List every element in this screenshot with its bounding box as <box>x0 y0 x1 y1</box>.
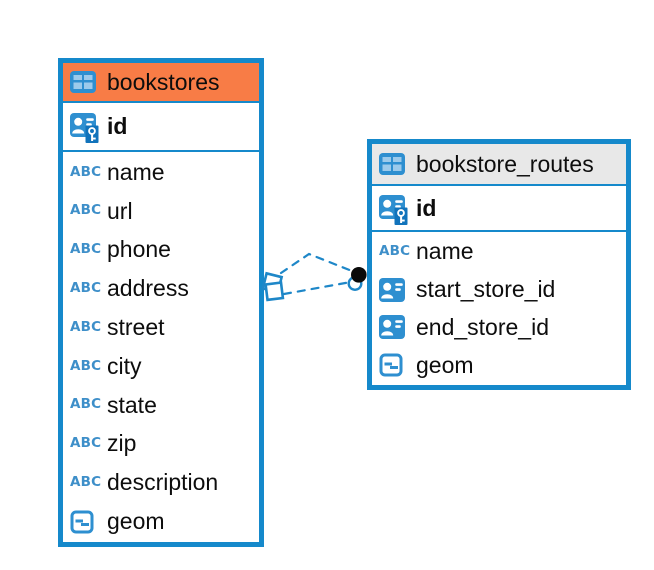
column-row-description[interactable]: ABC description <box>63 463 259 502</box>
table-header-bookstores[interactable]: bookstores <box>63 63 259 103</box>
relation-line-lower[interactable] <box>282 280 353 296</box>
table-icon <box>379 153 410 175</box>
column-list: ABC name ABC url ABC phone ABC address A… <box>63 152 259 542</box>
text-type-icon: ABC <box>70 163 102 180</box>
geometry-type-icon <box>70 510 101 534</box>
column-name: end_store_id <box>416 313 549 340</box>
relation-line-upper[interactable] <box>279 252 354 275</box>
column-row-name[interactable]: ABC name <box>63 153 259 192</box>
foreign-key-icon <box>379 315 410 340</box>
table-header-bookstore-routes[interactable]: bookstore_routes <box>372 144 626 186</box>
column-name: description <box>107 469 219 496</box>
column-name: geom <box>107 508 165 535</box>
column-row-zip[interactable]: ABC zip <box>63 425 259 464</box>
table-bookstore-routes[interactable]: bookstore_routes id ABC <box>367 139 631 390</box>
column-name: name <box>416 238 474 265</box>
column-row-end-store-id[interactable]: end_store_id <box>372 309 626 347</box>
primary-key-icon <box>70 110 101 143</box>
column-name: street <box>107 314 165 341</box>
column-row-id[interactable]: id <box>63 103 259 152</box>
text-type-icon: ABC <box>70 280 102 297</box>
table-title: bookstores <box>107 68 220 95</box>
column-row-geom[interactable]: geom <box>63 502 259 541</box>
column-row-state[interactable]: ABC state <box>63 386 259 425</box>
column-row-address[interactable]: ABC address <box>63 269 259 308</box>
text-type-icon: ABC <box>70 396 102 413</box>
text-type-icon: ABC <box>70 357 102 374</box>
column-name: id <box>416 194 437 221</box>
text-type-icon: ABC <box>70 202 102 219</box>
column-row-id[interactable]: id <box>372 186 626 232</box>
geometry-type-icon <box>379 353 410 377</box>
table-title: bookstore_routes <box>416 150 594 177</box>
column-name: start_store_id <box>416 276 556 303</box>
column-row-name[interactable]: ABC name <box>372 233 626 271</box>
column-row-url[interactable]: ABC url <box>63 192 259 231</box>
column-name: city <box>107 352 142 379</box>
primary-key-icon <box>379 192 410 225</box>
relation-many-end-marker[interactable] <box>261 271 285 302</box>
column-name: name <box>107 158 165 185</box>
column-name: zip <box>107 430 137 457</box>
column-row-start-store-id[interactable]: start_store_id <box>372 271 626 309</box>
column-name: id <box>107 113 128 139</box>
column-name: state <box>107 391 157 418</box>
text-type-icon: ABC <box>70 435 102 452</box>
text-type-icon: ABC <box>70 474 102 491</box>
column-row-city[interactable]: ABC city <box>63 347 259 386</box>
column-name: phone <box>107 236 171 263</box>
column-name: address <box>107 275 189 302</box>
column-name: url <box>107 197 133 224</box>
column-name: geom <box>416 351 474 378</box>
column-row-geom[interactable]: geom <box>372 346 626 384</box>
text-type-icon: ABC <box>70 241 102 258</box>
relation-endpoint-dot[interactable] <box>347 267 367 292</box>
table-bookstores[interactable]: bookstores id ABC <box>58 58 264 547</box>
foreign-key-icon <box>379 277 410 302</box>
text-type-icon: ABC <box>379 243 411 260</box>
column-row-street[interactable]: ABC street <box>63 308 259 347</box>
column-list: ABC name start_store_id <box>372 232 626 385</box>
column-row-phone[interactable]: ABC phone <box>63 231 259 270</box>
text-type-icon: ABC <box>70 318 102 335</box>
table-icon <box>70 71 101 93</box>
